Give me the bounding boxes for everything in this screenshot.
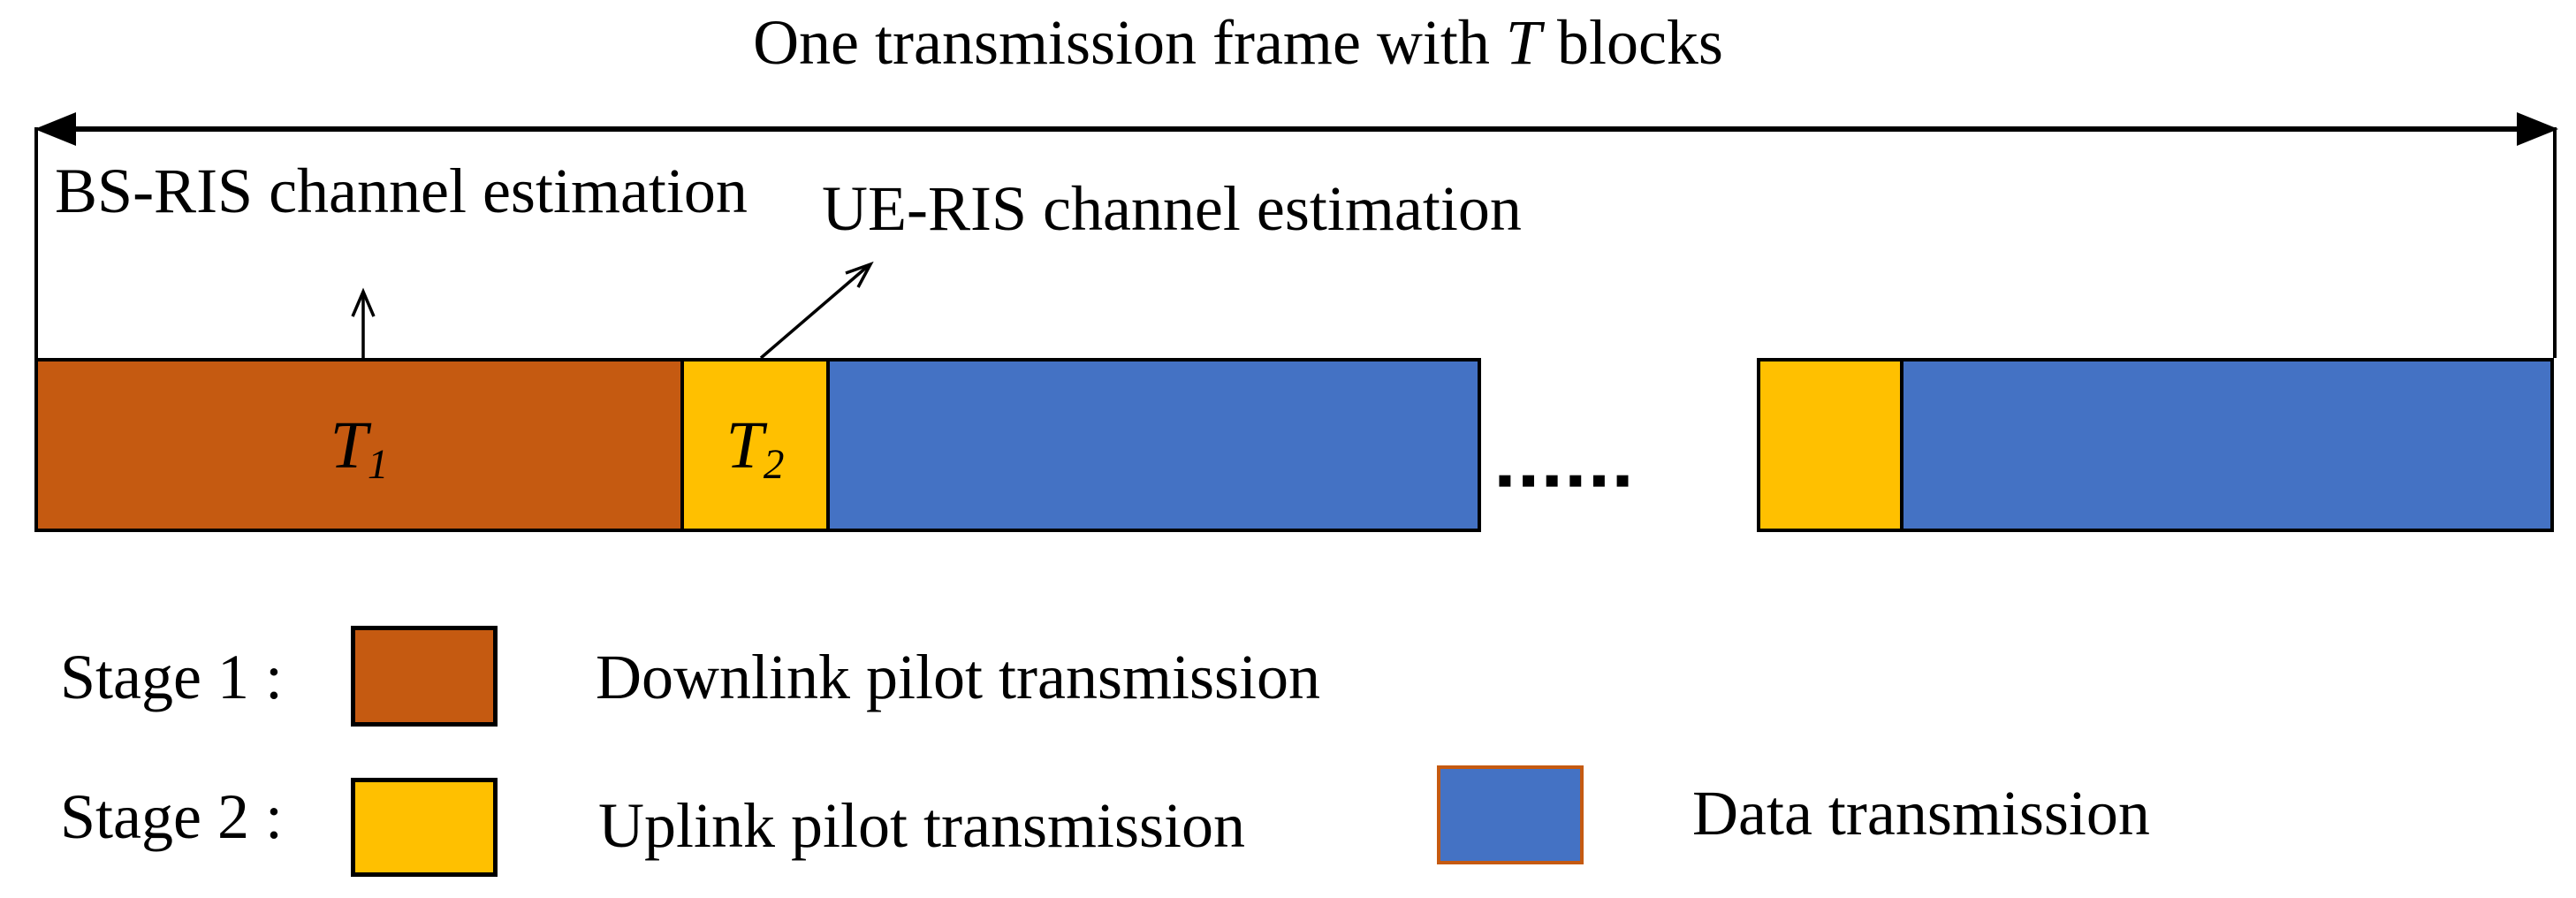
block-t1-label: T1 [330,407,389,488]
block-t2-label: T2 [726,407,785,488]
ue-ris-annotation: UE-RIS channel estimation [822,173,1522,244]
legend-swatch-uplink [351,778,498,877]
legend-swatch-downlink [351,626,498,727]
ue-ris-arrow-shaft [759,265,869,360]
block-data-transmission-1 [826,358,1481,532]
frame-continuation-dots: ▪▪▪▪▪▪ [1497,467,1638,493]
title-prefix: One transmission frame with [753,7,1506,78]
bs-ris-annotation: BS-RIS channel estimation [55,156,748,226]
title-suffix: blocks [1540,7,1723,78]
legend-uplink-text: Uplink pilot transmission [598,790,1246,861]
legend-stage2-label: Stage 2 : [60,781,283,852]
legend-stage1-label: Stage 1 : [60,642,283,712]
bs-ris-arrow-head-icon [351,287,376,317]
legend-swatch-data [1437,765,1584,864]
block-t2-uplink-pilot: T2 [680,358,830,532]
legend-data-text: Data transmission [1692,778,2150,849]
frame-span-arrow-left-head-icon [34,112,76,146]
legend-downlink-text: Downlink pilot transmission [596,642,1321,712]
block-data-transmission-2 [1900,358,2554,532]
diagram-title: One transmission frame with T blocks [730,5,1746,80]
block-uplink-pilot-2 [1757,358,1904,532]
block-t1-downlink-pilot: T1 [34,358,684,532]
ue-ris-arrow-head-icon [845,261,874,288]
frame-span-arrow-right-head-icon [2517,112,2558,146]
title-variable-T: T [1505,7,1541,78]
